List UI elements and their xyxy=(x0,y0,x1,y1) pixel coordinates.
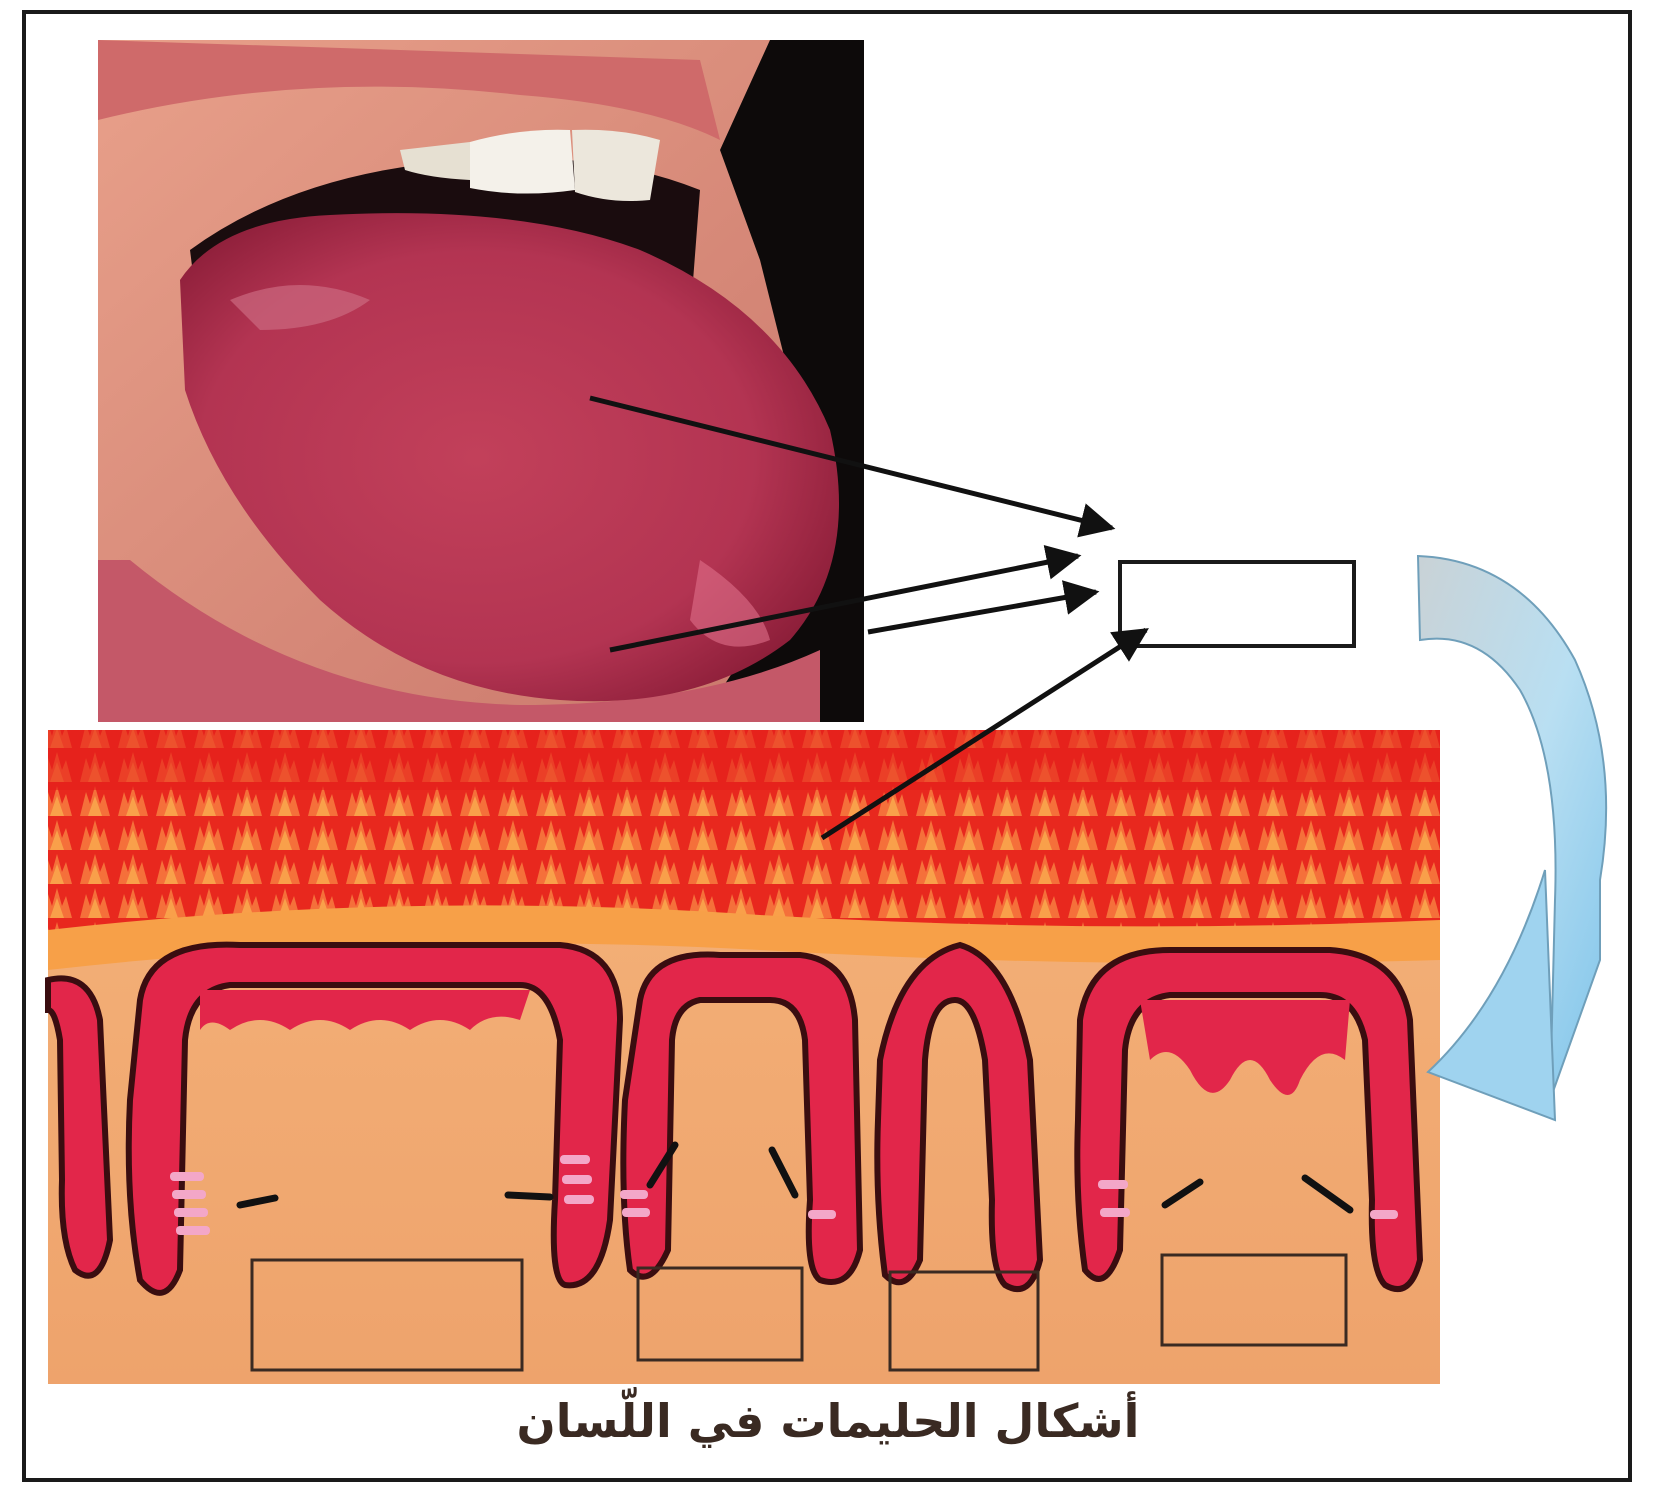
arrow-3 xyxy=(868,592,1096,632)
figure-caption: أشكال الحليمات في اللّسان xyxy=(0,1398,1656,1444)
curved-arrow-head xyxy=(1428,870,1555,1120)
papillae-section xyxy=(48,730,1440,1384)
label-box-top xyxy=(1120,562,1354,646)
